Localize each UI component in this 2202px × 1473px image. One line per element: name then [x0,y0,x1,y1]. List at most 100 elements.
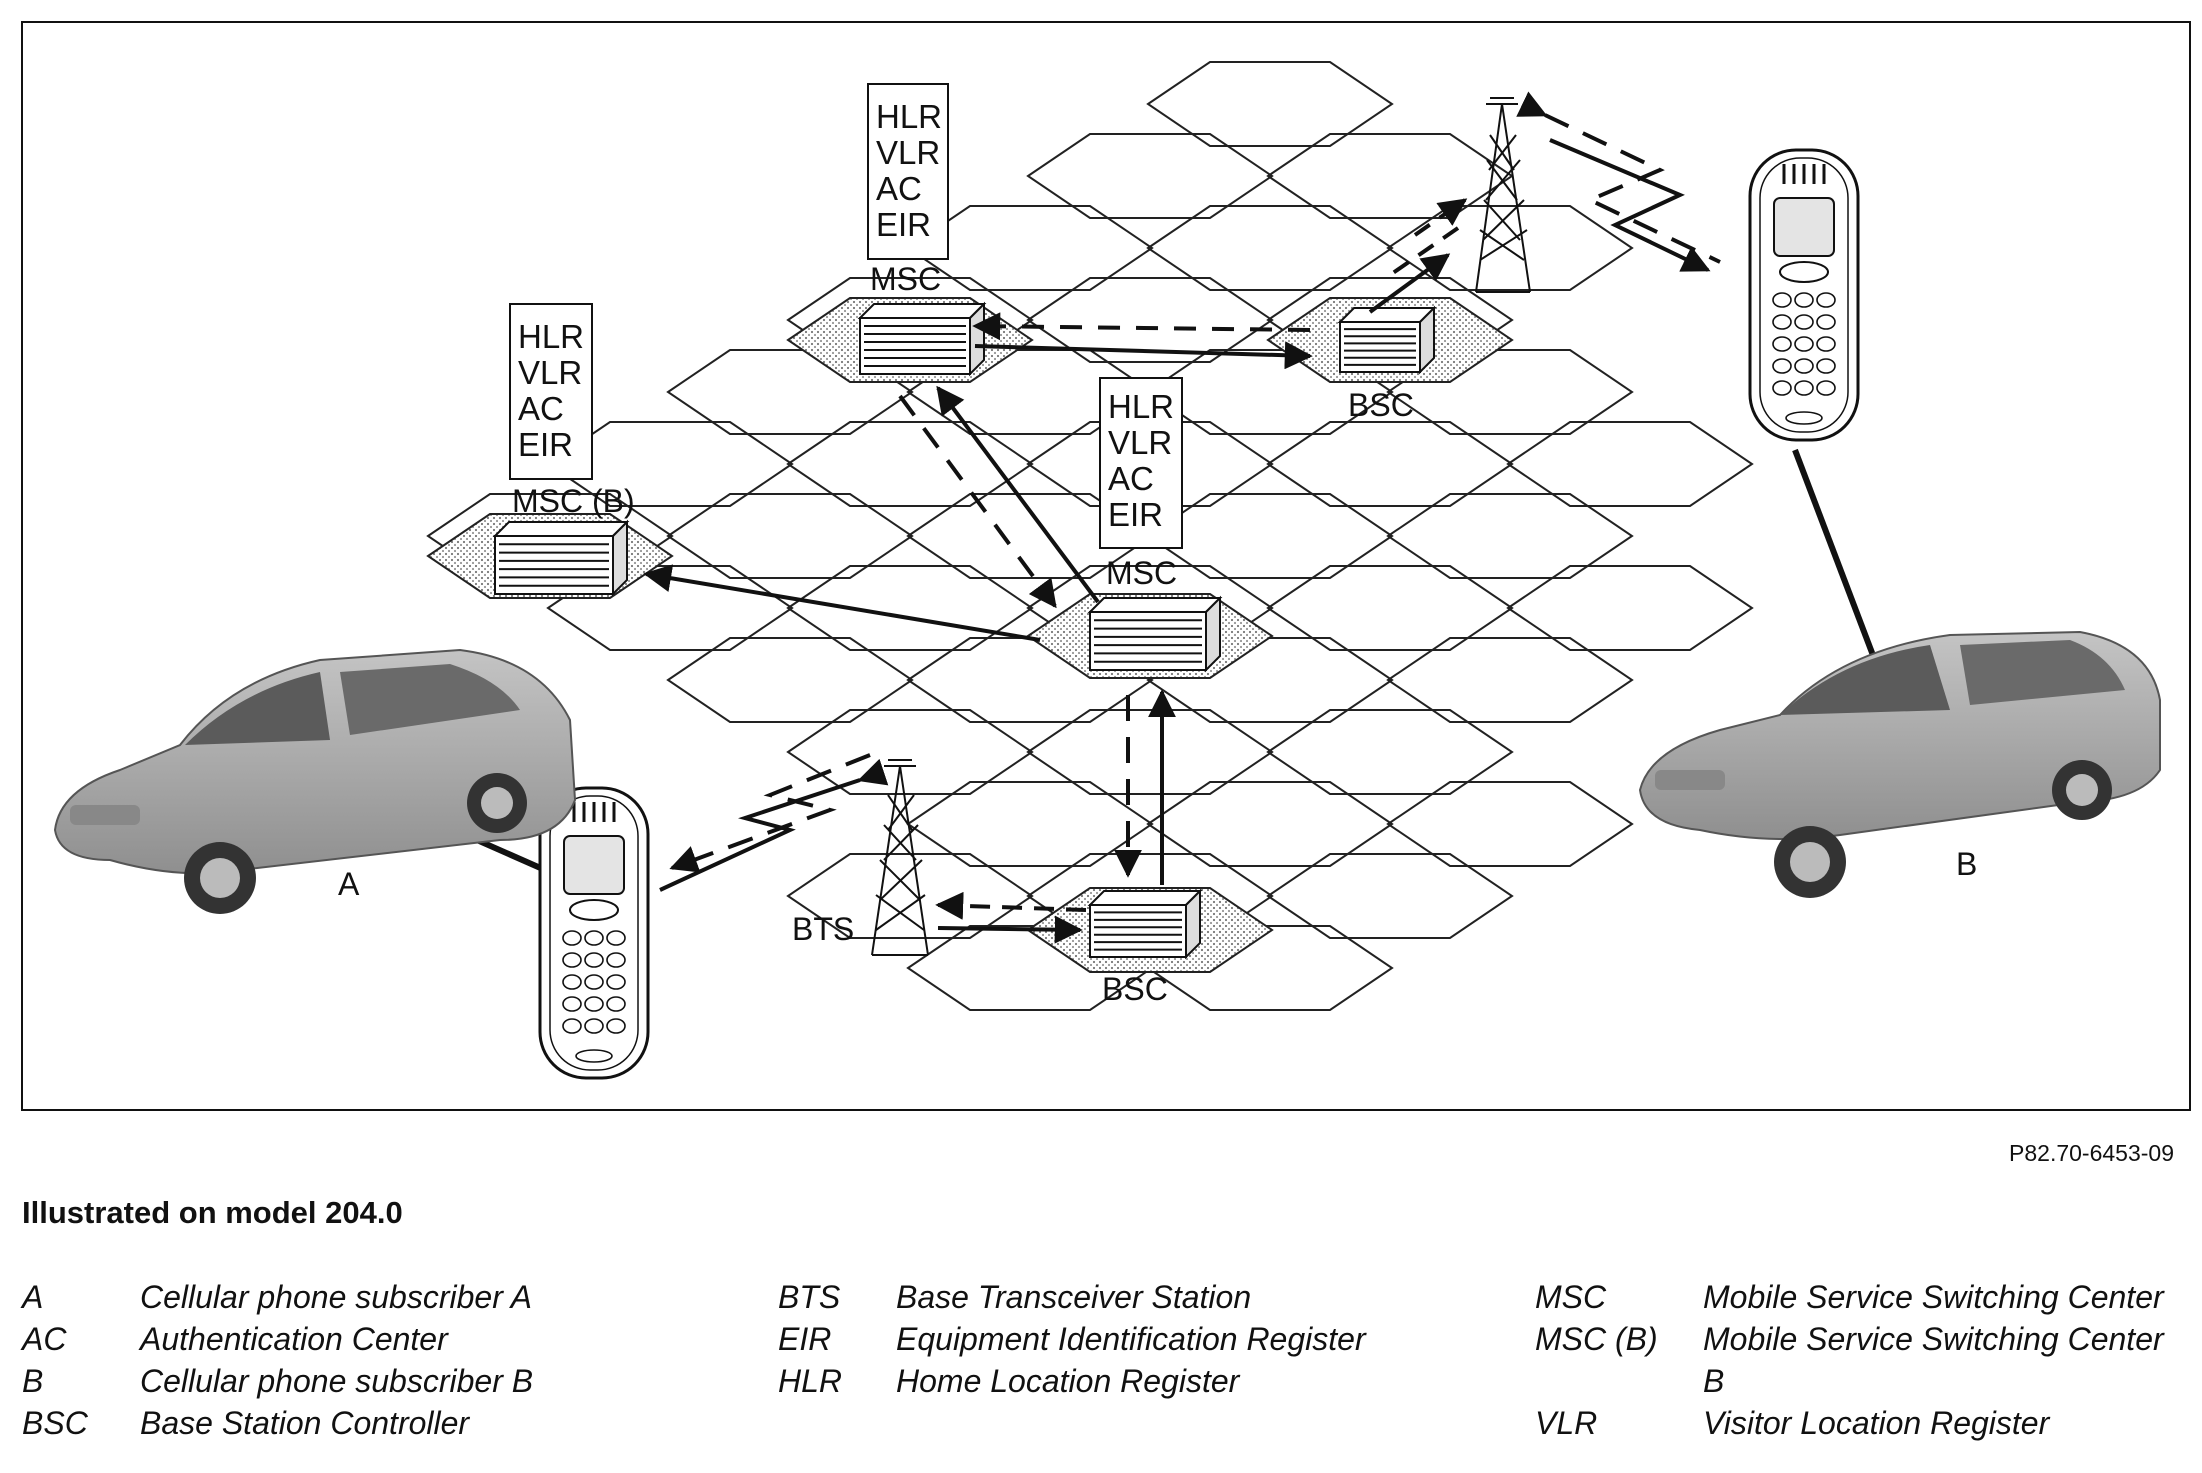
label-subscriber-b: B [1956,846,1977,882]
legend-item: EIR Equipment Identification Register [778,1318,1496,1360]
register-box-top: HLR VLR AC EIR [867,83,949,260]
car-a [53,648,577,914]
legend-item: VLR Visitor Location Register [1535,1402,2193,1444]
cell-hexagon [1026,421,1274,507]
cell-hexagon [786,709,1034,795]
legend-desc: Base Station Controller [140,1405,470,1441]
legend-abbr: HLR [778,1363,843,1399]
cell-hexagon [1146,205,1394,291]
legend-desc: Cellular phone subscriber B [140,1363,534,1399]
label-bsc-bottom: BSC [1102,971,1168,1007]
cell-hexagon [1146,781,1394,867]
cell-hexagon [1386,637,1634,723]
mobile-phone-b [1748,148,1860,442]
figure-subtitle: Illustrated on model 204.0 [22,1195,403,1230]
cell-hexagon [1026,133,1274,219]
legend-desc: Authentication Center [140,1321,448,1357]
cell-hexagon [786,853,1034,939]
register-eir: EIR [1108,496,1163,533]
register-box-left: HLR VLR AC EIR [509,303,593,480]
switch-unit [857,301,987,377]
cell-hexagon [666,349,914,435]
register-eir: EIR [876,206,931,243]
register-vlr: VLR [1108,424,1172,461]
register-vlr: VLR [876,134,940,171]
switch-units [492,301,1437,960]
legend-desc: B [1703,1363,1725,1399]
cell-hexagon [666,493,914,579]
register-vlr: VLR [518,354,582,391]
legend-item: HLR Home Location Register [778,1360,1496,1402]
legend-abbr: BTS [778,1279,841,1315]
legend-abbr [1535,1360,1703,1402]
legend-abbr: MSC [1535,1279,1607,1315]
cell-hexagon [1146,61,1394,147]
cell-hexagon [1266,421,1514,507]
radio-link-bottom [659,753,889,892]
cell-hexagon [1026,709,1274,795]
legend-item: AC Authentication Center [22,1318,720,1360]
switch-unit [1087,888,1203,960]
legend-item: B [1535,1360,2193,1402]
legend-item: A Cellular phone subscriber A [22,1276,720,1318]
figure-reference: P82.70-6453-09 [2009,1140,2174,1166]
legend-column-2: BTS Base Transceiver Station EIR Equipment… [778,1276,1496,1402]
signal-arrows [643,198,1468,944]
legend-abbr: EIR [778,1321,832,1357]
cell-hexagon [786,421,1034,507]
label-bsc-top: BSC [1348,387,1414,423]
cell-hexagon [1506,421,1754,507]
switch-unit [492,519,630,597]
legend-desc: Visitor Location Register [1703,1405,2050,1441]
label-msc-top: MSC [870,261,941,297]
register-hlr: HLR [518,318,584,355]
cell-hexagon [1266,565,1514,651]
register-hlr: HLR [1108,388,1174,425]
cell-hexagon [906,781,1154,867]
register-ac: AC [1108,460,1154,497]
cell-hexagon [906,637,1154,723]
legend-abbr: AC [22,1321,67,1357]
cell-hexagon [906,205,1154,291]
bts-tower-bottom [871,759,929,956]
register-eir: EIR [518,426,573,463]
switch-unit [1337,305,1437,375]
radio-link-top [1516,91,1721,272]
register-box-center: HLR VLR AC EIR [1099,377,1183,549]
legend-desc: Home Location Register [896,1363,1240,1399]
car-b [1638,630,2161,898]
register-ac: AC [876,170,922,207]
switch-unit [1087,595,1223,673]
legend-abbr: A [22,1279,44,1315]
legend-item: BSC Base Station Controller [22,1402,720,1444]
cell-hexagon [1146,493,1394,579]
legend-abbr: VLR [1535,1405,1598,1441]
label-msc-center: MSC [1106,555,1177,591]
legend-desc: Mobile Service Switching Center [1703,1321,2164,1357]
legend-desc: Equipment Identification Register [896,1321,1366,1357]
cell-hexagon [546,421,794,507]
cell-hexagon [1266,709,1514,795]
legend-item: BTS Base Transceiver Station [778,1276,1496,1318]
cell-hexagon [1026,277,1274,363]
legend-abbr: BSC [22,1405,88,1441]
register-hlr: HLR [876,98,942,135]
bts-tower-top [1475,97,1531,293]
legend-desc: Cellular phone subscriber A [140,1279,532,1315]
cell-hexagon [1146,349,1394,435]
legend-item: MSC (B)Mobile Service Switching Center [1535,1318,2193,1360]
cell-hexagon [1386,781,1634,867]
cell-hexagon [1386,493,1634,579]
cell-hexagon [1266,853,1514,939]
label-msc-b: MSC (B) [512,483,635,519]
label-bts: BTS [792,911,854,947]
label-subscriber-a: A [338,866,360,902]
cell-hexagon [1506,565,1754,651]
network-diagram: HLR VLR AC EIR HLR VLR AC EIR HLR VLR AC… [21,21,2191,1111]
mobile-phone-a [538,786,650,1080]
register-ac: AC [518,390,564,427]
legend-desc: Base Transceiver Station [896,1279,1252,1315]
